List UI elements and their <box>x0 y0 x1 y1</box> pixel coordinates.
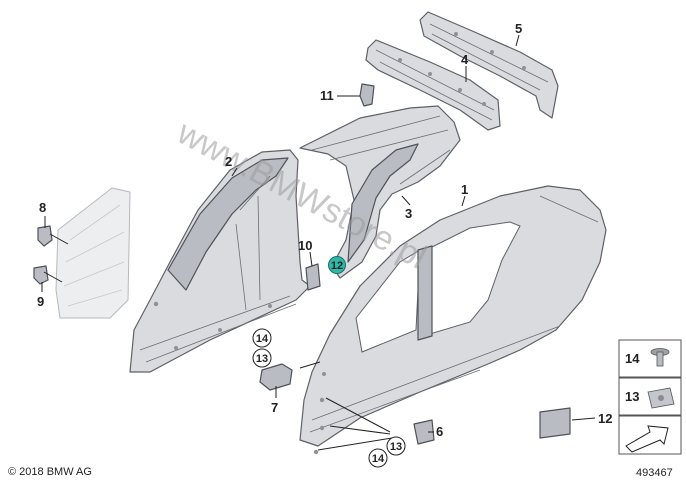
bracket-part-11[interactable] <box>359 83 375 107</box>
callout-7: 7 <box>271 400 278 415</box>
callout-11: 11 <box>320 88 334 103</box>
callout-14-bottom: 14 <box>368 448 388 468</box>
bracket-part-6[interactable] <box>413 419 435 445</box>
copyright: © 2018 BMW AG <box>8 466 92 478</box>
callout-4: 4 <box>461 52 469 67</box>
bracket-part-9[interactable] <box>33 265 49 285</box>
rear-cross-member-part-5[interactable] <box>419 11 559 119</box>
pad-part-12[interactable] <box>539 407 571 439</box>
svg-text:13: 13 <box>256 353 268 365</box>
callout-13-left: 13 <box>252 348 272 368</box>
svg-text:12: 12 <box>331 260 343 272</box>
callout-9: 9 <box>37 294 44 309</box>
callout-1: 1 <box>461 182 468 197</box>
callout-2: 2 <box>225 154 232 169</box>
callout-6: 6 <box>436 424 443 439</box>
callout-3: 3 <box>405 206 412 221</box>
callout-14-left: 14 <box>252 328 272 348</box>
legend-arrow-icon <box>618 415 682 455</box>
bracket-part-7[interactable] <box>259 363 293 391</box>
roof-cross-member-part-4[interactable] <box>365 39 501 131</box>
outer-side-frame-part-1[interactable] <box>299 185 607 455</box>
legend-item-14[interactable]: 14 <box>618 339 682 378</box>
svg-text:14: 14 <box>625 351 640 366</box>
callout-12-highlighted[interactable]: 12 <box>328 256 346 274</box>
callout-8: 8 <box>39 200 46 215</box>
inner-side-frame-part-2[interactable] <box>129 149 311 373</box>
svg-text:13: 13 <box>625 389 639 404</box>
bracket-part-10[interactable] <box>305 263 321 291</box>
callout-13-bottom: 13 <box>386 436 406 456</box>
bracket-part-8[interactable] <box>37 225 53 247</box>
faded-pillar-panel <box>55 187 131 319</box>
rear-quarter-inner-part-3[interactable] <box>299 105 461 279</box>
svg-text:14: 14 <box>256 333 269 345</box>
callout-12: 12 <box>598 411 612 426</box>
legend-item-13[interactable]: 13 <box>618 377 682 416</box>
diagram-number: 493467 <box>636 467 673 479</box>
svg-text:14: 14 <box>372 453 385 465</box>
callout-10: 10 <box>298 238 312 253</box>
callout-5: 5 <box>515 21 522 36</box>
svg-text:13: 13 <box>390 441 402 453</box>
